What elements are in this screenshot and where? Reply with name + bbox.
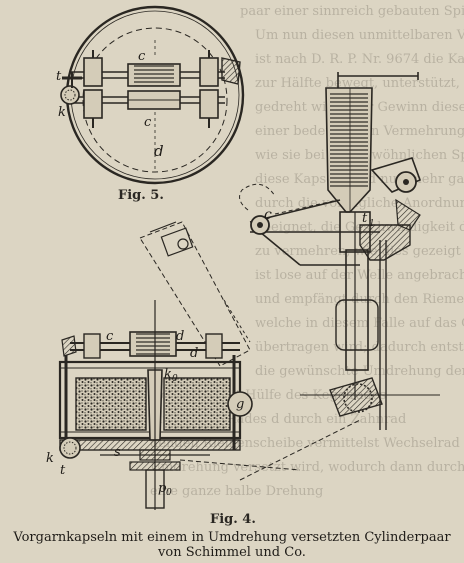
bleed-through-line: welche in diesem Falle auf das Cylinderp… [255,316,464,331]
bleed-through-line: die gewünschte Umdrehung der Kapsel, wei… [255,364,464,379]
fig4-letter-c-left: c [106,329,114,344]
fig4-letter-d-dr: d [190,346,198,361]
fig4-letter-k0-sub: 0 [172,374,178,384]
fig5-label: Fig. 5. [118,188,164,203]
fig4-letter-k0: k [164,367,172,382]
fig5-drawing: t k c c d [56,5,245,185]
fig4-letter-s: s [114,445,121,460]
fig5-letter-t: t [56,69,62,84]
figure-caption-line2: von Schimmel und Co. [158,545,306,560]
bleed-through-line: übertragen wird; dadurch entsteht [255,340,464,355]
fig4-right-apparatus: c t 1 [239,72,440,430]
fig4-letter-p0-sub: 0 [166,488,172,498]
fig5-letter-k: k [58,105,66,120]
bleed-through-line: zur Hälfte bewegt, unterstützt, wobei di… [255,76,464,91]
fig4-capsule-drawing: d c d k 0 g k t s p 0 [46,221,361,510]
fig4-letter-t1: t [362,211,368,226]
figure-caption-line1: Vorgarnkapseln mit einem in Umdrehung ve… [13,530,451,545]
bleed-through-line: ist nach D. R. P. Nr. 9674 die Kapsel mi… [255,52,464,67]
fig4-letter-t1-sub: 1 [369,219,375,229]
fig5-letter-d: d [154,142,164,160]
fig5-letter-c-bottom: c [144,115,152,130]
fig4-letter-d: d [176,329,184,344]
fig4-label: Fig. 4. [210,512,256,527]
fig4-letter-p0: p [158,481,167,496]
fig4-letter-t-left: t [60,463,66,478]
fig5-letter-c-top: c [138,49,146,64]
fig4-letter-k-left: k [46,451,54,466]
bleed-through-line: eine ganze halbe Drehung [150,484,324,499]
bleed-through-line: paar einer sinnreich gebauten Spinnkapse… [240,4,464,19]
bleed-through-line: ist lose auf der Welle angebracht [255,268,464,283]
bleed-through-line: Um nun diesen unmittelbaren Vortheil zu … [255,28,464,43]
fig4-letter-g: g [236,397,244,412]
fig4-letter-c: c [264,207,272,223]
